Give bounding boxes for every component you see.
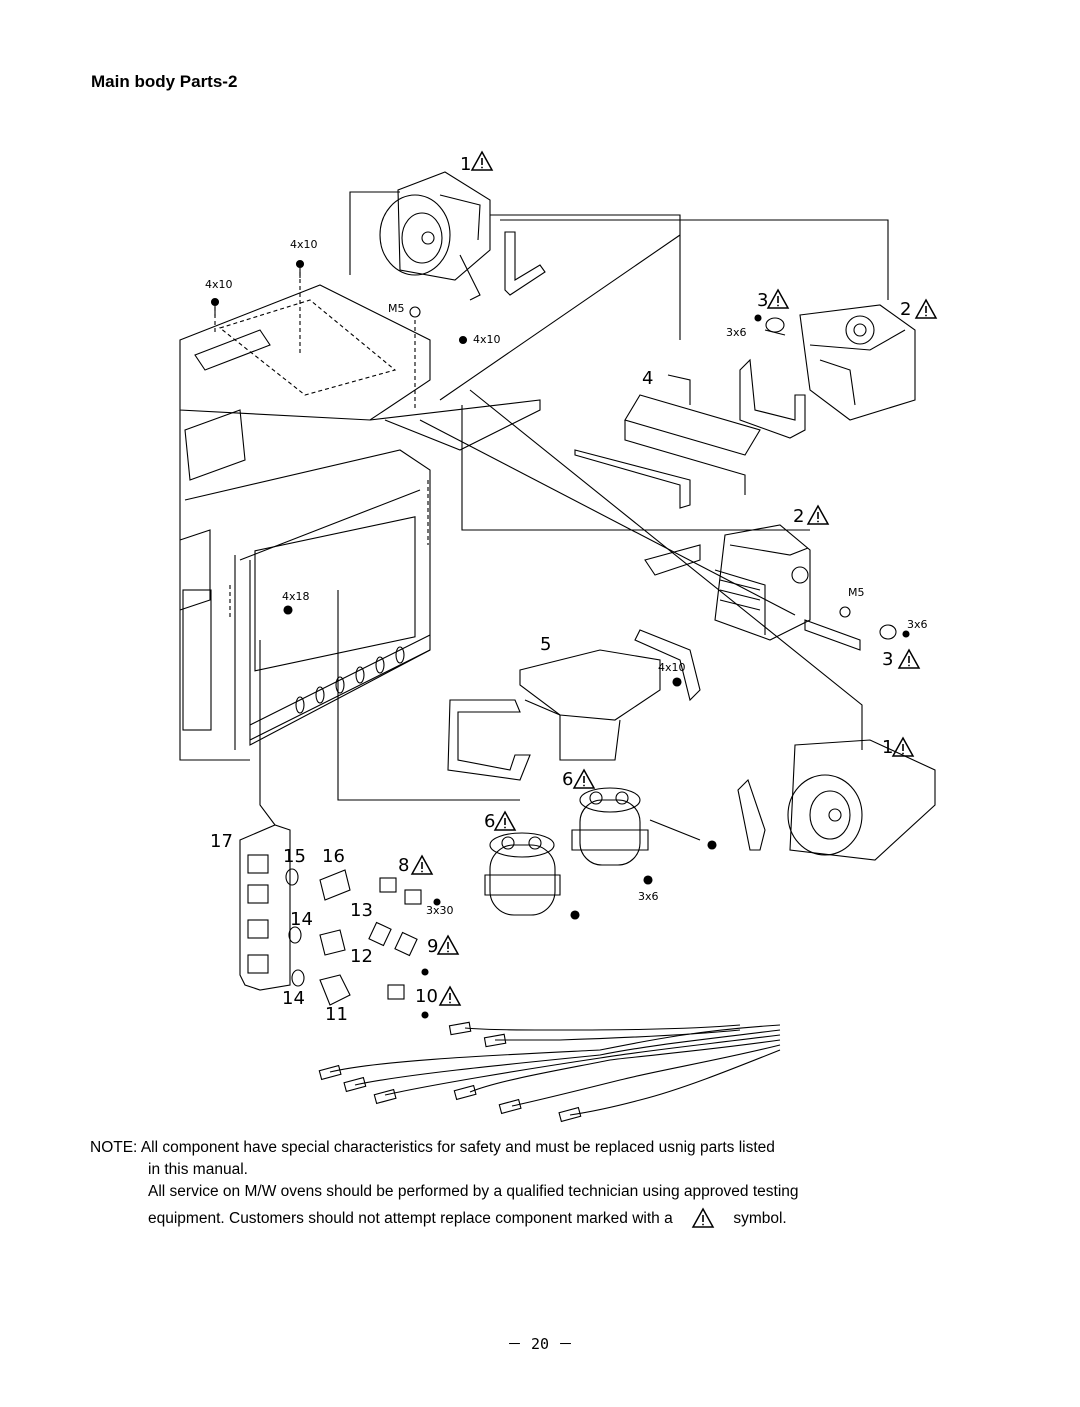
callout-6: 6: [562, 769, 573, 790]
fan-motor-lower: [737, 739, 936, 861]
callout-16: 16: [322, 846, 345, 867]
page-title: Main body Parts-2: [91, 72, 238, 91]
oven-cabinet: [179, 284, 541, 761]
screw-label: 3x6: [726, 326, 747, 339]
leader-line: [259, 640, 276, 826]
callout-15: 15: [283, 846, 306, 867]
air-guide: [447, 629, 701, 781]
callout-14: 14: [290, 909, 313, 930]
leader-line: [500, 219, 889, 300]
callout-3: 3: [757, 290, 768, 311]
note-line-2: in this manual.: [148, 1161, 248, 1178]
leader-line: [337, 590, 520, 801]
leader-line: [490, 214, 681, 340]
callout-14: 14: [282, 988, 305, 1009]
callout-10: 10: [415, 986, 438, 1007]
thermal-cutout-upper: [754, 314, 786, 336]
warning-icon: [692, 1208, 714, 1228]
note-line-1: NOTE: All component have special charact…: [90, 1139, 775, 1156]
callout-9: 9: [427, 936, 438, 957]
hv-capacitors: [484, 787, 717, 920]
screw-label: 4x10: [658, 661, 686, 674]
thermal-cutout-lower: [879, 624, 910, 640]
leader-line: [419, 419, 796, 616]
wire-harness: [318, 1021, 781, 1123]
interlock-switches: [285, 868, 441, 1019]
magnetron-lower: [644, 524, 861, 651]
callout-2: 2: [793, 506, 804, 527]
hardware-dashes: [214, 272, 429, 620]
latch-board: [239, 824, 291, 991]
callout-2: 2: [900, 299, 911, 320]
fan-motor-upper: [379, 171, 491, 301]
screw-label: 4x18: [282, 590, 310, 603]
leader-line: [469, 389, 863, 750]
callout-13: 13: [350, 900, 373, 921]
waveguide-cover: [574, 358, 806, 509]
screw-label: M5: [848, 586, 865, 599]
leader-line: [439, 234, 681, 401]
leader-line: [349, 191, 400, 275]
duct-bracket: [504, 231, 546, 296]
callout-6: 6: [484, 811, 495, 832]
note-line-4-symbol: symbol.: [733, 1210, 787, 1228]
page-number: － 20 －: [506, 1335, 574, 1353]
magnetron-upper: [799, 304, 916, 421]
leader-line: [461, 405, 810, 531]
callout-11: 11: [325, 1004, 348, 1025]
screw-label: 4x10: [205, 278, 233, 291]
note-line-4-text: equipment. Customers should not attempt …: [148, 1210, 673, 1228]
screw-label: 3x6: [907, 618, 928, 631]
screw-label: 4x10: [473, 333, 501, 346]
callout-1: 1: [460, 154, 471, 175]
callout-5: 5: [540, 634, 551, 655]
screw-label: 3x6: [638, 890, 659, 903]
callout-3: 3: [882, 649, 893, 670]
callout-8: 8: [398, 855, 409, 876]
callout-12: 12: [350, 946, 373, 967]
screw-label: 3x30: [426, 904, 454, 917]
callout-1: 1: [882, 737, 893, 758]
screw-label: M5: [388, 302, 405, 315]
screws: [210, 259, 851, 687]
note-line-4: equipment. Customers should not attempt …: [148, 1206, 787, 1232]
callout-4: 4: [642, 368, 653, 389]
callout-17: 17: [210, 831, 233, 852]
screw-label: 4x10: [290, 238, 318, 251]
note-line-3: All service on M/W ovens should be perfo…: [148, 1183, 799, 1200]
